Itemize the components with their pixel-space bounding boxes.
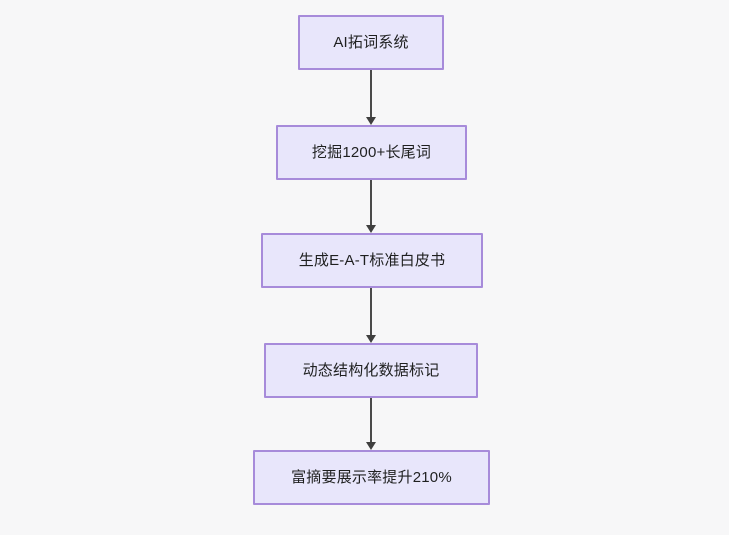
arrowhead-down-icon bbox=[366, 335, 376, 343]
flow-node-label: 挖掘1200+长尾词 bbox=[311, 143, 432, 161]
flow-node-mine-longtail-keywords[interactable]: 挖掘1200+长尾词 bbox=[276, 125, 467, 180]
arrowhead-down-icon bbox=[366, 225, 376, 233]
flow-node-label: 动态结构化数据标记 bbox=[302, 361, 440, 379]
edge-line bbox=[370, 288, 372, 335]
edge-line bbox=[370, 180, 372, 225]
flow-node-label: AI拓词系统 bbox=[333, 33, 409, 51]
flow-node-rich-snippet-impression-uplift[interactable]: 富摘要展示率提升210% bbox=[253, 450, 490, 505]
flow-node-generate-eat-whitepaper[interactable]: 生成E-A-T标准白皮书 bbox=[261, 233, 483, 288]
flow-node-ai-keyword-system[interactable]: AI拓词系统 bbox=[298, 15, 444, 70]
arrowhead-down-icon bbox=[366, 117, 376, 125]
flow-node-label: 生成E-A-T标准白皮书 bbox=[298, 251, 446, 269]
edge-line bbox=[370, 398, 372, 442]
flow-node-dynamic-structured-data-markup[interactable]: 动态结构化数据标记 bbox=[264, 343, 478, 398]
edge-line bbox=[370, 70, 372, 117]
flow-node-label: 富摘要展示率提升210% bbox=[291, 468, 452, 486]
arrowhead-down-icon bbox=[366, 442, 376, 450]
